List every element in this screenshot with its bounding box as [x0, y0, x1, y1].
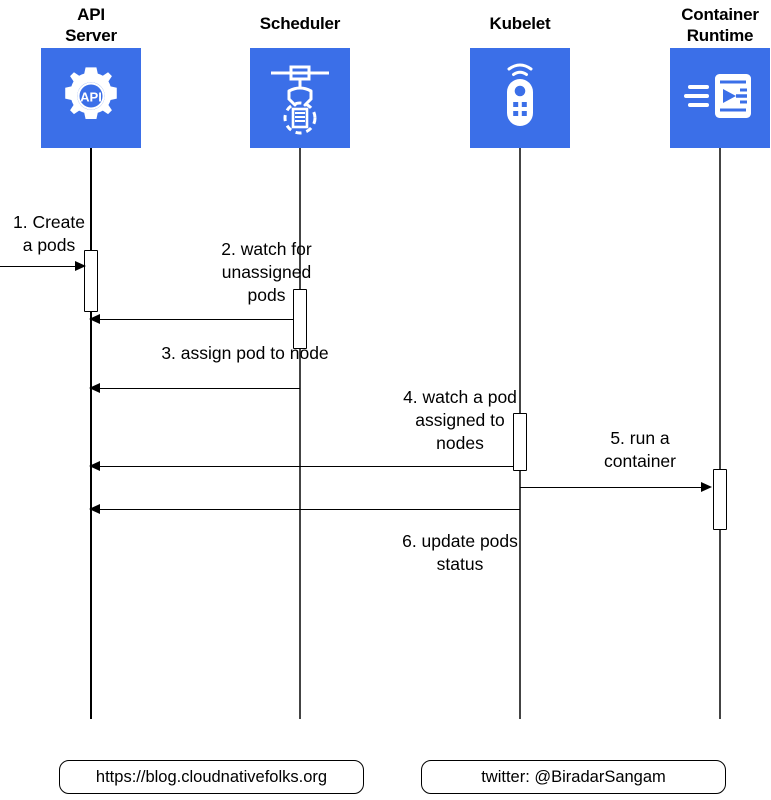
run-document-icon [684, 66, 756, 131]
message-3-line [99, 388, 300, 389]
participant-scheduler-icon-box[interactable] [250, 48, 350, 148]
message-5-line [520, 487, 702, 488]
message-2-arrowhead [89, 313, 100, 324]
participant-container-runtime-label: Container Runtime [681, 5, 759, 46]
message-4-arrowhead [89, 460, 100, 471]
message-5-label: 5. run a container [604, 428, 676, 471]
message-6-line [99, 509, 520, 510]
participant-kubelet-label: Kubelet [489, 14, 551, 33]
message-6-arrowhead [89, 503, 100, 514]
blog-link-pill[interactable]: https://blog.cloudnativefolks.org [59, 760, 364, 794]
twitter-link-pill[interactable]: twitter: @BiradarSangam [421, 760, 726, 794]
participant-scheduler-label: Scheduler [259, 14, 341, 33]
message-1-arrowhead [75, 260, 86, 271]
activation-scheduler [293, 289, 307, 349]
participant-container-runtime-icon-box[interactable] [670, 48, 770, 148]
message-4-line [99, 466, 513, 467]
remote-control-icon [490, 58, 550, 139]
crane-scheduler-icon [265, 57, 335, 140]
message-4-label: 4. watch a pod assigned to nodes [403, 387, 517, 453]
message-2-line [99, 319, 293, 320]
gear-api-icon: API [60, 65, 122, 132]
lifeline-scheduler [299, 148, 301, 719]
message-3-label: 3. assign pod to node [161, 343, 329, 363]
gear-api-icon-text: API [80, 89, 102, 104]
participant-api-server-label: API Server [65, 5, 117, 46]
activation-kubelet [513, 413, 527, 471]
message-2-label: 2. watch for unassigned pods [221, 239, 312, 305]
message-1-line [0, 266, 76, 267]
message-6-label: 6. update pods status [402, 531, 518, 574]
participant-api-server-icon-box[interactable]: API [41, 48, 141, 148]
message-3-arrowhead [89, 382, 100, 393]
activation-api-server [84, 250, 98, 312]
message-1-label: 1. Create a pods [13, 212, 85, 255]
participant-kubelet-icon-box[interactable] [470, 48, 570, 148]
message-5-arrowhead [701, 481, 712, 492]
lifeline-container-runtime [719, 148, 721, 719]
lifeline-api-server [90, 148, 92, 719]
activation-container-runtime [713, 469, 727, 530]
